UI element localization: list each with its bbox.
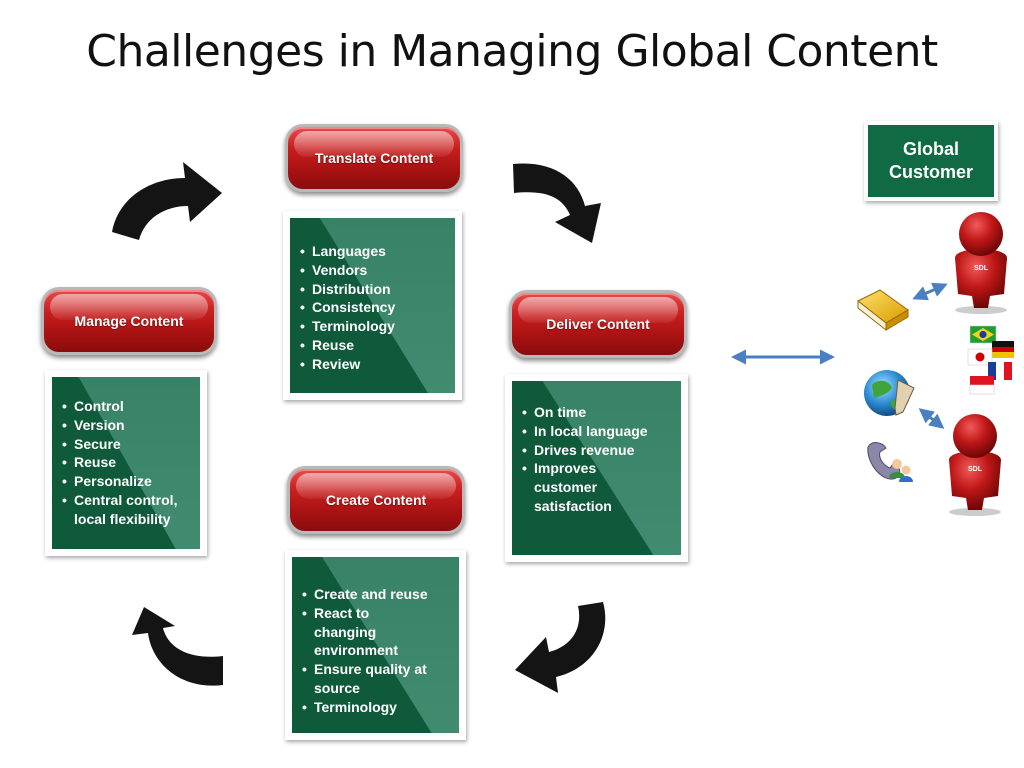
create-content-label: Create Content bbox=[325, 492, 427, 508]
list-item: Ensure quality at source bbox=[302, 660, 454, 698]
deliver-content-pill: Deliver Content bbox=[509, 290, 687, 358]
deliver-content-label: Deliver Content bbox=[546, 316, 650, 332]
connector-arrow bbox=[912, 282, 948, 301]
deliver-panel: On time In local language Drives revenue… bbox=[505, 374, 688, 562]
list-item: Distribution bbox=[300, 280, 455, 299]
list-item: Languages bbox=[300, 242, 455, 261]
create-panel: Create and reuse React to changing envir… bbox=[285, 550, 466, 740]
list-item: Reuse bbox=[62, 453, 200, 472]
flag-icon bbox=[988, 362, 1012, 380]
manage-panel: Control Version Secure Reuse Personalize… bbox=[45, 370, 207, 556]
translate-content-label: Translate Content bbox=[314, 150, 434, 166]
list-item: Central control, local flexibility bbox=[62, 491, 200, 529]
manage-content-label: Manage Content bbox=[74, 313, 184, 329]
list-item: On time bbox=[522, 403, 681, 422]
global-customer-box: Global Customer bbox=[864, 121, 998, 201]
translate-content-pill: Translate Content bbox=[285, 124, 463, 192]
connector-arrow bbox=[918, 408, 945, 429]
translate-panel: Languages Vendors Distribution Consisten… bbox=[283, 211, 462, 400]
curved-arrow-icon bbox=[513, 163, 601, 243]
list-item: Review bbox=[300, 355, 455, 374]
create-list: Create and reuse React to changing envir… bbox=[292, 585, 459, 717]
globe-pen-icon bbox=[864, 370, 915, 416]
flag-icon bbox=[967, 348, 993, 366]
slide-title: Challenges in Managing Global Content bbox=[86, 26, 938, 77]
figure-badge: SDL bbox=[968, 466, 983, 473]
list-item: Terminology bbox=[302, 698, 459, 717]
list-item: Control bbox=[62, 397, 200, 416]
curved-arrow-icon bbox=[132, 607, 223, 686]
flag-icon bbox=[969, 325, 997, 344]
manage-content-pill: Manage Content bbox=[41, 287, 217, 355]
create-content-pill: Create Content bbox=[287, 466, 465, 534]
person-figure-icon: SDL bbox=[955, 212, 1007, 314]
list-item: Secure bbox=[62, 435, 200, 454]
list-item: Reuse bbox=[300, 336, 455, 355]
global-customer-line1: Global bbox=[902, 139, 959, 159]
person-figure-icon: SDL bbox=[949, 414, 1001, 516]
list-item: Consistency bbox=[300, 298, 455, 317]
book-icon bbox=[857, 289, 909, 332]
flag-icon bbox=[969, 376, 995, 395]
flag-icon bbox=[992, 341, 1014, 358]
curved-arrow-icon bbox=[515, 602, 606, 693]
figure-badge: SDL bbox=[974, 265, 989, 272]
list-item: Improves customer satisfaction bbox=[522, 459, 634, 515]
list-item: Terminology bbox=[300, 317, 455, 336]
list-item: React to changing environment bbox=[302, 604, 414, 660]
list-item: Vendors bbox=[300, 261, 455, 280]
translate-list: Languages Vendors Distribution Consisten… bbox=[290, 242, 455, 374]
manage-list: Control Version Secure Reuse Personalize… bbox=[52, 397, 200, 529]
deliver-list: On time In local language Drives revenue… bbox=[512, 403, 681, 516]
list-item: Drives revenue bbox=[522, 441, 681, 460]
global-customer-line2: Customer bbox=[888, 162, 973, 182]
list-item: In local language bbox=[522, 422, 681, 441]
phone-people-icon bbox=[867, 442, 913, 482]
list-item: Version bbox=[62, 416, 200, 435]
curved-arrow-icon bbox=[112, 162, 222, 240]
list-item: Personalize bbox=[62, 472, 200, 491]
list-item: Create and reuse bbox=[302, 585, 459, 604]
